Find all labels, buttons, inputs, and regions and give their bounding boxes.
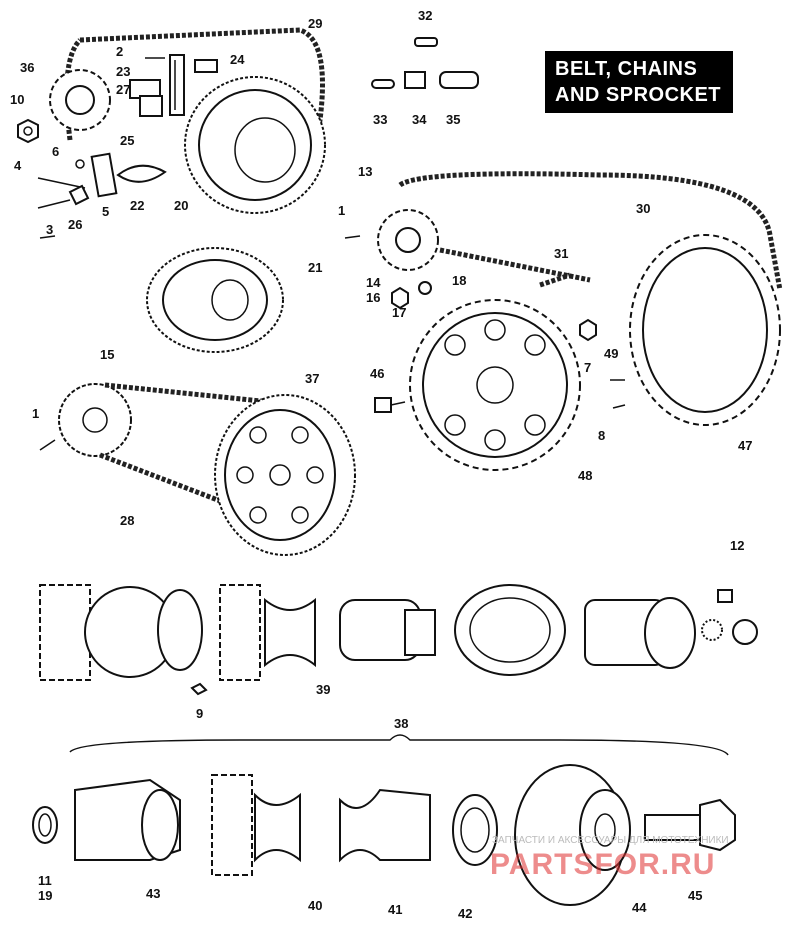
clutch-hub-21	[146, 247, 284, 353]
callout-9: 9	[196, 706, 203, 721]
callout-1-upper: 1	[338, 203, 345, 218]
callout-11: 11	[38, 873, 52, 888]
title-line-2: AND SPROCKET	[555, 84, 722, 106]
transmission-sprocket-14	[377, 209, 439, 271]
rear-sprocket-48	[409, 299, 581, 471]
callout-3: 3	[46, 222, 53, 237]
callout-30: 30	[636, 201, 650, 216]
gear-cluster-row	[39, 584, 758, 696]
callout-34: 34	[412, 112, 427, 127]
callout-labels: 29 32 2 24 23 27 36 10 25 6 4 5 22 20 26…	[10, 8, 752, 921]
rear-sprocket-47	[629, 234, 781, 426]
tensioner-plate-25	[68, 152, 167, 206]
callout-1-lower: 1	[32, 406, 39, 421]
watermark-logo: PARTSFOR.RU	[490, 848, 716, 881]
callout-25: 25	[120, 133, 134, 148]
callout-42: 42	[458, 906, 472, 921]
callout-31: 31	[554, 246, 568, 261]
callout-5: 5	[102, 204, 109, 219]
callout-4: 4	[14, 158, 22, 173]
clutch-shell-20	[184, 76, 326, 214]
callout-15: 15	[100, 347, 114, 362]
callout-26: 26	[68, 217, 82, 232]
callout-48: 48	[578, 468, 592, 483]
callout-44: 44	[632, 900, 647, 915]
callout-43: 43	[146, 886, 160, 901]
nut-10	[17, 118, 39, 144]
callout-35: 35	[446, 112, 460, 127]
callout-27: 27	[116, 82, 130, 97]
callout-18: 18	[452, 273, 466, 288]
callout-29: 29	[308, 16, 322, 31]
callout-14: 14	[366, 275, 381, 290]
callout-13: 13	[358, 164, 372, 179]
watermark-text: ЗАПЧАСТИ И АКСЕССУАРЫ ДЛЯ МОТОТЕХНИКИ	[492, 835, 729, 846]
callout-7: 7	[584, 360, 591, 375]
callout-8: 8	[598, 428, 605, 443]
engine-sprocket-36	[49, 69, 111, 131]
callout-12: 12	[730, 538, 744, 553]
callout-28: 28	[120, 513, 134, 528]
callout-16: 16	[366, 290, 380, 305]
callout-38: 38	[394, 716, 408, 731]
callout-33: 33	[373, 112, 387, 127]
chain-adjuster-assembly	[129, 54, 218, 117]
lockwasher-18	[418, 281, 432, 295]
callout-40: 40	[308, 898, 322, 913]
callout-20: 20	[174, 198, 188, 213]
diagram-title: BELT, CHAINS AND SPROCKET	[545, 51, 733, 113]
chain-links	[371, 37, 479, 89]
callout-19: 19	[38, 888, 52, 903]
bottom-row-parts	[32, 764, 736, 906]
callout-32: 32	[418, 8, 432, 23]
callout-41: 41	[388, 902, 402, 917]
callout-39: 39	[316, 682, 330, 697]
callout-21: 21	[308, 260, 322, 275]
callout-47: 47	[738, 438, 752, 453]
sprocket-fasteners	[374, 318, 626, 413]
nut-17	[391, 286, 409, 310]
bolt-set	[37, 57, 165, 209]
chain-31	[539, 272, 571, 288]
callout-10: 10	[10, 92, 24, 107]
callout-36: 36	[20, 60, 34, 75]
callout-24: 24	[230, 52, 245, 67]
callout-2: 2	[116, 44, 123, 59]
assembly-bracket-38	[69, 734, 729, 756]
callout-6: 6	[52, 144, 59, 159]
callout-49: 49	[604, 346, 618, 361]
callout-37: 37	[305, 371, 319, 386]
callout-46: 46	[370, 366, 384, 381]
callout-45: 45	[688, 888, 702, 903]
callout-17: 17	[392, 305, 406, 320]
title-line-1: BELT, CHAINS	[555, 58, 698, 80]
belt-drive	[39, 235, 361, 556]
callout-23: 23	[116, 64, 130, 79]
callout-22: 22	[130, 198, 144, 213]
